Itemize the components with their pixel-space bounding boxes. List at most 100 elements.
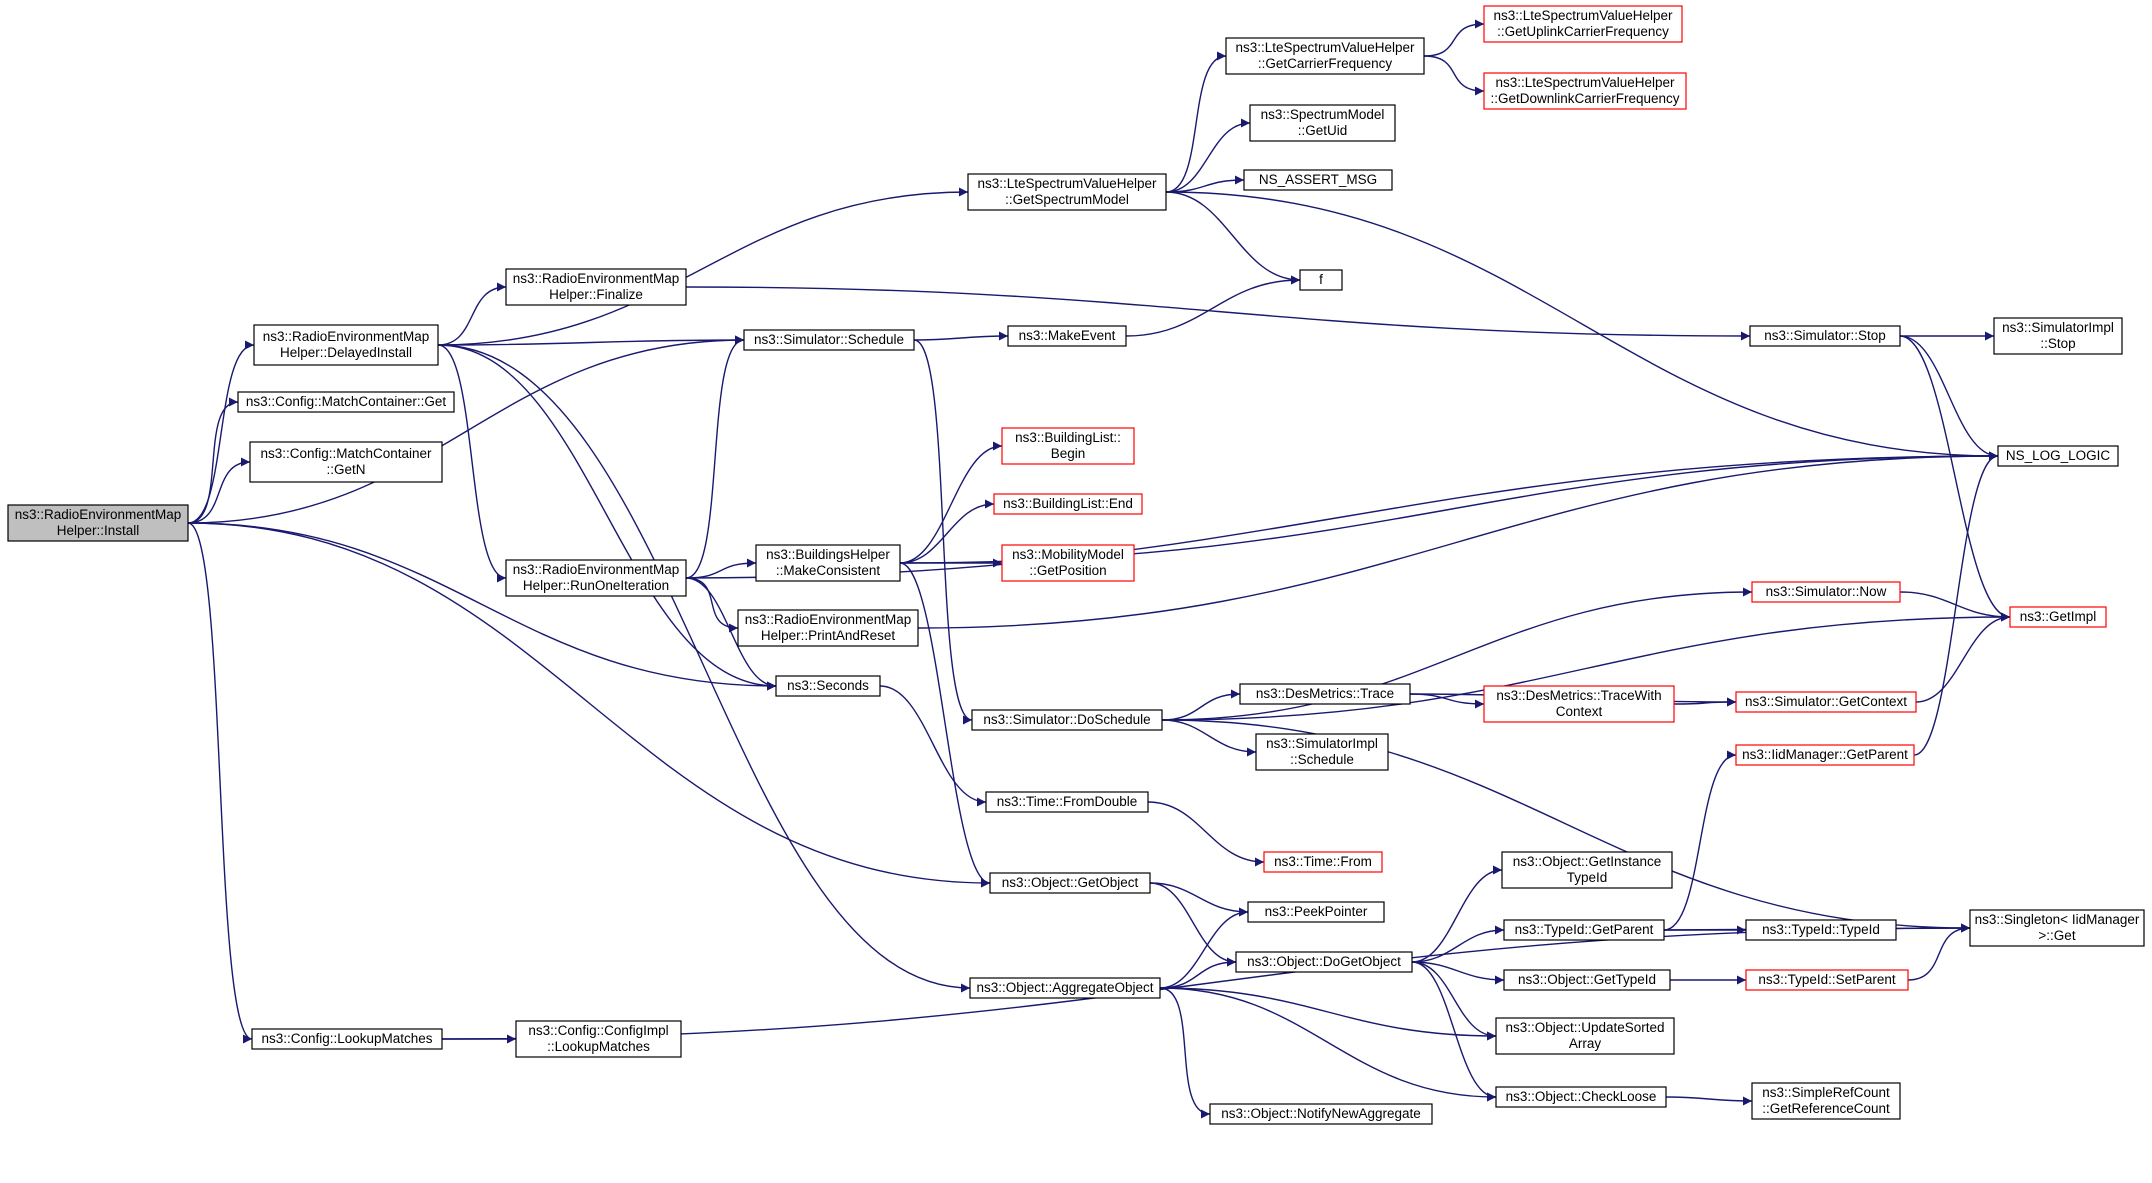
edge-getObject-to-doGetObject bbox=[1149, 882, 1237, 967]
edge-getSpectrum-to-nsLog bbox=[1165, 191, 1999, 461]
edge-typeGetParent-to-iidParent bbox=[1663, 750, 1737, 931]
edge-install-to-matchGetN bbox=[187, 457, 251, 524]
node-label-line: ns3::Simulator::GetContext bbox=[1745, 694, 1907, 709]
node-typeGetParent[interactable]: ns3::TypeId::GetParent bbox=[1503, 919, 1665, 941]
edge-schedule-to-doSchedule bbox=[913, 339, 973, 725]
node-refCount[interactable]: ns3::SimpleRefCount::GetReferenceCount bbox=[1751, 1082, 1901, 1120]
node-box bbox=[1247, 901, 1385, 923]
node-makeConsistent[interactable]: ns3::BuildingsHelper::MakeConsistent bbox=[755, 544, 901, 582]
node-matchGetN[interactable]: ns3::Config::MatchContainer::GetN bbox=[249, 441, 443, 483]
node-delayedInstall[interactable]: ns3::RadioEnvironmentMapHelper::DelayedI… bbox=[253, 324, 439, 366]
node-box bbox=[1249, 104, 1396, 142]
node-getTypeId[interactable]: ns3::Object::GetTypeId bbox=[1503, 969, 1671, 991]
node-box bbox=[1483, 5, 1683, 43]
node-doGetObject[interactable]: ns3::Object::DoGetObject bbox=[1235, 951, 1413, 973]
edge-runOne-to-makeConsistent bbox=[685, 558, 757, 579]
node-typeIdTypeId[interactable]: ns3::TypeId::TypeId bbox=[1745, 919, 1897, 941]
node-implStop[interactable]: ns3::SimulatorImpl::Stop bbox=[1993, 317, 2123, 355]
node-label-line: ::GetReferenceCount bbox=[1762, 1101, 1890, 1116]
node-setParent[interactable]: ns3::TypeId::SetParent bbox=[1745, 969, 1909, 991]
edge-install-to-getObject bbox=[187, 522, 991, 888]
node-label-line: ns3::Object::CheckLoose bbox=[1506, 1089, 1657, 1104]
node-box bbox=[737, 609, 919, 647]
node-getImpl[interactable]: ns3::GetImpl bbox=[2009, 606, 2107, 628]
node-getCarrier[interactable]: ns3::LteSpectrumValueHelper::GetCarrierF… bbox=[1225, 37, 1425, 75]
edge-runOne-to-schedule bbox=[685, 335, 745, 579]
node-seconds[interactable]: ns3::Seconds bbox=[775, 675, 881, 697]
node-iidParent[interactable]: ns3::IidManager::GetParent bbox=[1735, 744, 1915, 766]
node-configImplLookup[interactable]: ns3::Config::ConfigImpl::LookupMatches bbox=[515, 1020, 682, 1058]
node-nsLog[interactable]: NS_LOG_LOGIC bbox=[1997, 445, 2119, 467]
node-getPosition[interactable]: ns3::MobilityModel::GetPosition bbox=[1001, 544, 1135, 582]
node-label-line: ns3::BuildingList:: bbox=[1015, 430, 1121, 445]
node-box bbox=[1735, 744, 1915, 766]
node-trace[interactable]: ns3::DesMetrics::Trace bbox=[1239, 683, 1411, 705]
node-uplink[interactable]: ns3::LteSpectrumValueHelper::GetUplinkCa… bbox=[1483, 5, 1683, 43]
node-label-line: ns3::RadioEnvironmentMap bbox=[15, 507, 182, 522]
edge-doGetObject-to-updateSorted bbox=[1411, 961, 1497, 1041]
node-label-line: ::GetSpectrumModel bbox=[1005, 192, 1129, 207]
node-schedule[interactable]: ns3::Simulator::Schedule bbox=[743, 329, 915, 351]
node-label-line: ns3::DesMetrics::TraceWith bbox=[1496, 688, 1661, 703]
node-label-line: ::GetCarrierFrequency bbox=[1258, 56, 1393, 71]
edge-getCarrier-to-uplink bbox=[1423, 19, 1485, 57]
node-getContext[interactable]: ns3::Simulator::GetContext bbox=[1735, 691, 1917, 713]
edge-getCarrier-to-downlink bbox=[1423, 55, 1485, 96]
node-downlink[interactable]: ns3::LteSpectrumValueHelper::GetDownlink… bbox=[1483, 72, 1687, 110]
node-nsAssert[interactable]: NS_ASSERT_MSG bbox=[1243, 169, 1393, 191]
node-runOne[interactable]: ns3::RadioEnvironmentMapHelper::RunOneIt… bbox=[505, 559, 687, 597]
edge-finalize-to-stop bbox=[685, 286, 1751, 341]
node-label-line: ns3::RadioEnvironmentMap bbox=[263, 329, 430, 344]
node-box bbox=[7, 504, 189, 542]
edge-makeConsistent-to-blBegin bbox=[899, 441, 1003, 564]
edge-stop-to-nsLog bbox=[1899, 335, 1999, 461]
edge-aggregate-to-peekPointer bbox=[1159, 907, 1249, 989]
node-box bbox=[1239, 683, 1411, 705]
node-blEnd[interactable]: ns3::BuildingList::End bbox=[993, 493, 1143, 515]
node-fromDouble[interactable]: ns3::Time::FromDouble bbox=[985, 791, 1149, 813]
node-specModelUid[interactable]: ns3::SpectrumModel::GetUid bbox=[1249, 104, 1396, 142]
node-peekPointer[interactable]: ns3::PeekPointer bbox=[1247, 901, 1385, 923]
edge-doGetObject-to-checkLoose bbox=[1411, 961, 1497, 1102]
node-box bbox=[1007, 325, 1127, 347]
node-label-line: ns3::MobilityModel bbox=[1012, 547, 1124, 562]
node-label-line: ns3::Simulator::Schedule bbox=[754, 332, 904, 347]
node-box bbox=[1749, 325, 1901, 347]
node-singleton[interactable]: ns3::Singleton< IidManager >::Get bbox=[1969, 909, 2145, 947]
edge-install-to-delayedInstall bbox=[187, 340, 255, 524]
edge-install-to-seconds bbox=[187, 522, 777, 691]
edge-delayedInstall-to-getSpectrum bbox=[437, 187, 969, 346]
edges-layer bbox=[187, 19, 2011, 1119]
node-blBegin[interactable]: ns3::BuildingList::Begin bbox=[1001, 427, 1135, 465]
node-printReset[interactable]: ns3::RadioEnvironmentMapHelper::PrintAnd… bbox=[737, 609, 919, 647]
node-f[interactable]: f bbox=[1299, 269, 1343, 291]
node-label-line: ns3::Seconds bbox=[787, 678, 869, 693]
node-matchGet[interactable]: ns3::Config::MatchContainer::Get bbox=[237, 391, 455, 413]
node-label-line: NS_LOG_LOGIC bbox=[2006, 448, 2111, 463]
node-aggregate[interactable]: ns3::Object::AggregateObject bbox=[969, 977, 1161, 999]
node-getObject[interactable]: ns3::Object::GetObject bbox=[989, 872, 1151, 894]
node-label-line: ns3::Object::UpdateSorted bbox=[1505, 1020, 1664, 1035]
node-getSpectrum[interactable]: ns3::LteSpectrumValueHelper::GetSpectrum… bbox=[967, 173, 1167, 211]
node-label-line: ns3::Config::MatchContainer::Get bbox=[246, 394, 447, 409]
node-implSchedule[interactable]: ns3::SimulatorImpl::Schedule bbox=[1255, 733, 1389, 771]
node-box bbox=[515, 1020, 682, 1058]
node-timeFrom[interactable]: ns3::Time::From bbox=[1263, 851, 1383, 873]
edge-setParent-to-singleton bbox=[1907, 923, 1971, 981]
node-notifyNew[interactable]: ns3::Object::NotifyNewAggregate bbox=[1209, 1103, 1433, 1125]
edge-install-to-lookupMatches bbox=[187, 522, 253, 1044]
node-now[interactable]: ns3::Simulator::Now bbox=[1751, 581, 1901, 603]
edge-getObject-to-peekPointer bbox=[1149, 882, 1249, 917]
node-lookupMatches[interactable]: ns3::Config::LookupMatches bbox=[251, 1028, 443, 1050]
node-makeEvent[interactable]: ns3::MakeEvent bbox=[1007, 325, 1127, 347]
edge-doGetObject-to-getTypeId bbox=[1411, 961, 1505, 985]
node-doSchedule[interactable]: ns3::Simulator::DoSchedule bbox=[971, 709, 1163, 731]
node-stop[interactable]: ns3::Simulator::Stop bbox=[1749, 325, 1901, 347]
node-checkLoose[interactable]: ns3::Object::CheckLoose bbox=[1495, 1086, 1667, 1108]
node-label-line: ::LookupMatches bbox=[547, 1039, 650, 1054]
